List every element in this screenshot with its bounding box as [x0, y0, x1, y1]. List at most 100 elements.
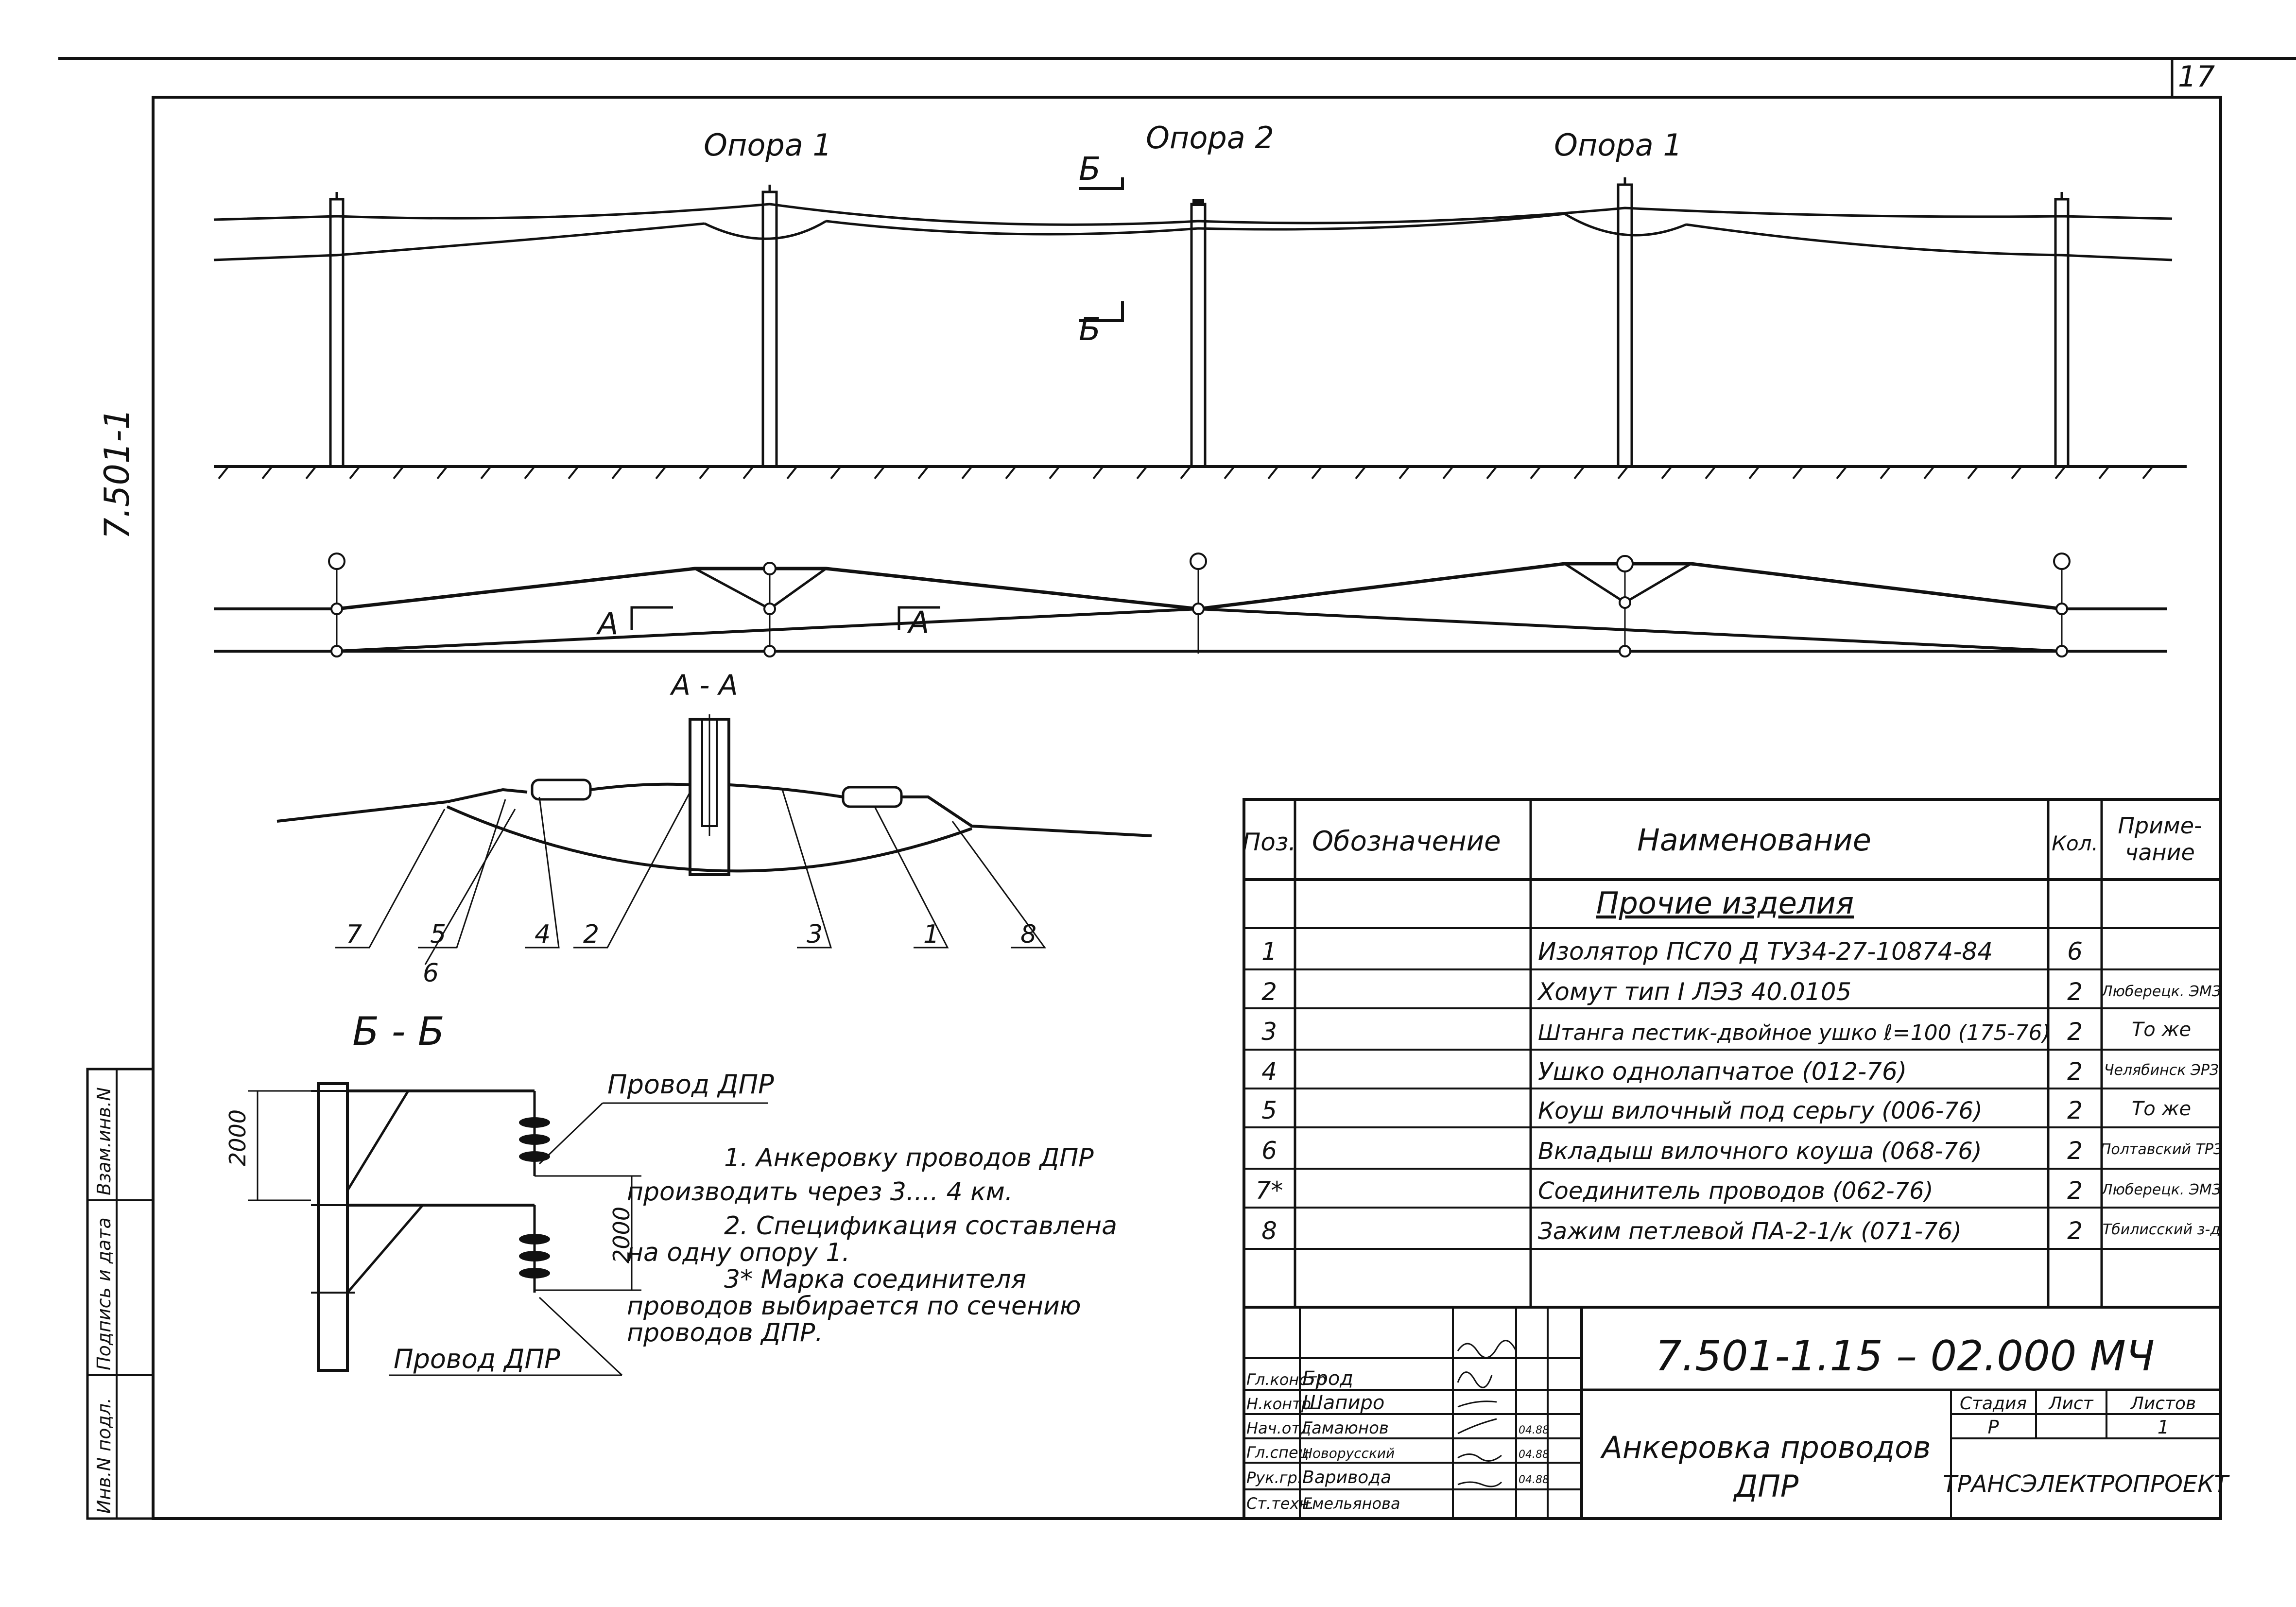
spec-row-note: Полтавский ТРЗ: [2100, 1141, 2223, 1158]
spec-row-qty: 6: [2067, 937, 2083, 966]
staff-name: Шапиро: [1302, 1392, 1384, 1414]
note-line-2: производить через 3.... 4 км.: [627, 1177, 1013, 1207]
staff-role: Ст.техн.: [1246, 1494, 1314, 1513]
staff-name: Емельянова: [1302, 1494, 1400, 1513]
staff-date: 04.88: [1519, 1424, 1549, 1436]
spec-row-note: Люберецк. ЭМЗ: [2101, 983, 2221, 1000]
support-label-3: Опора 1: [1554, 127, 1682, 163]
plan-view: А А А - А: [214, 553, 2167, 702]
doc-title-line-2: ДПР: [1733, 1469, 1799, 1504]
staff-row: Н.контр Шапиро: [1246, 1392, 1384, 1414]
insulator-string-right: [842, 786, 903, 808]
spec-row-pos: 5: [1261, 1096, 1277, 1124]
doc-code: 7.501-1.15 – 02.000 МЧ: [1655, 1332, 2155, 1381]
anchor-loop-1: [704, 220, 827, 240]
section-bb-title: Б - Б: [352, 1009, 445, 1054]
staff-role: Гл.спец: [1246, 1443, 1309, 1462]
left-stamp-strip: Взам.инв.N Подпись и дата Инв.N подл.: [86, 1068, 155, 1520]
spec-row-note: То же: [2132, 1019, 2191, 1041]
pole-end-right: [2054, 192, 2070, 468]
spec-row-qty: 2: [2067, 1057, 2083, 1086]
staff-name: Новорусский: [1302, 1445, 1395, 1461]
staff-row: Ст.техн. Емельянова: [1246, 1494, 1400, 1513]
note-line-1: 1. Анкеровку проводов ДПР: [724, 1143, 1094, 1173]
anchor-loop-2: [1564, 212, 1687, 237]
stage-value: Р: [1988, 1417, 1999, 1438]
spec-row-name: Зажим петлевой ПА-2-1/к (071-76): [1538, 1218, 1962, 1245]
note-line-3: 2. Спецификация составлена: [724, 1211, 1117, 1241]
spec-row-pos: 2: [1261, 978, 1277, 1006]
spec-row-qty: 2: [2067, 978, 2083, 1006]
spec-row-name: Соединитель проводов (062-76): [1538, 1177, 1933, 1205]
sheets-label: Листов: [2130, 1394, 2196, 1414]
spec-header-note-1: Приме-: [2118, 812, 2202, 839]
callout-leaders: [335, 789, 1046, 965]
wire-label-upper: Провод ДПР: [607, 1069, 774, 1100]
spec-row: 5 Коуш вилочный под серьгу (006-76) 2 То…: [1261, 1096, 2191, 1124]
spec-section-title: Прочие изделия: [1596, 885, 1854, 921]
wire-label-lower: Провод ДПР: [394, 1344, 560, 1374]
spec-row-pos: 1: [1261, 937, 1277, 966]
title-block: 7.501-1.15 – 02.000 МЧ Анкеровка проводо…: [1243, 1306, 2230, 1520]
pole-bb: [317, 1082, 349, 1372]
spec-row: 1 Изолятор ПС70 Д ТУ34-27-10874-84 6: [1261, 937, 2083, 966]
note-line-4: на одну опору 1.: [627, 1238, 850, 1267]
support-label-1: Опора 1: [704, 127, 832, 163]
spec-row-qty: 2: [2067, 1217, 2083, 1245]
elevation-view: Опора 1 Опора 2 Опора 1: [213, 120, 2187, 480]
drawing-frame: [152, 96, 2222, 1520]
spec-row-pos: 3: [1261, 1018, 1277, 1046]
dimension-2000-left: 2000: [224, 1109, 251, 1166]
page-number: 17: [2178, 60, 2215, 94]
cut-label-a-right: А: [907, 605, 929, 640]
staff-name: Брод: [1302, 1367, 1353, 1390]
note-line-6: проводов выбирается по сечению: [627, 1292, 1081, 1321]
cut-mark-a-right: [898, 606, 940, 630]
signature-marks: [1457, 1340, 1517, 1487]
spec-header-pos: Поз.: [1243, 828, 1296, 856]
spec-header-name: Наименование: [1637, 822, 1871, 858]
stage-label: Стадия: [1960, 1394, 2027, 1414]
staff-role: Н.контр: [1246, 1395, 1311, 1413]
insulator-bb-lower: [519, 1205, 550, 1293]
doc-title-line-1: Анкеровка проводов: [1600, 1430, 1931, 1465]
spec-row-name: Ушко однолапчатое (012-76): [1538, 1057, 1907, 1086]
spec-header-designation: Обозначение: [1312, 826, 1501, 857]
spec-row: 4 Ушко однолапчатое (012-76) 2 Челябинск…: [1261, 1057, 2219, 1086]
callout-7: 7: [346, 920, 362, 949]
spec-row-name: Штанга пестик-двойное ушко ℓ=100 (175-76…: [1538, 1020, 2051, 1045]
stamp-replace-inv: Взам.инв.N: [93, 1087, 115, 1195]
section-bb-detail: Б - Б 2000 2000 П: [224, 1009, 774, 1376]
spec-row-name: Изолятор ПС70 Д ТУ34-27-10874-84: [1538, 937, 1993, 966]
spec-header-note-2: чание: [2125, 839, 2195, 865]
spec-row: 3 Штанга пестик-двойное ушко ℓ=100 (175-…: [1261, 1018, 2191, 1046]
staff-date: 04.88: [1519, 1449, 1549, 1461]
plan-wire-cross: [336, 562, 2062, 611]
spec-row-note: Тбилисский з-д: [2103, 1221, 2220, 1238]
spec-row-name: Хомут тип I ЛЭЗ 40.0105: [1536, 978, 1851, 1006]
pole-end-left: [329, 192, 345, 468]
ground-hatch: [218, 466, 2154, 480]
notes-block: 1. Анкеровку проводов ДПР производить че…: [627, 1143, 1117, 1348]
support-label-2: Опора 2: [1146, 120, 1274, 156]
staff-row: Гл.констр Брод: [1246, 1367, 1353, 1390]
callout-2: 2: [583, 920, 599, 949]
callout-5: 5: [430, 920, 446, 949]
spec-row-note: Челябинск ЭРЗ: [2104, 1062, 2219, 1079]
cut-label-a-left: А: [596, 606, 618, 641]
section-mark-b-bottom: Б: [1079, 311, 1101, 348]
callout-8: 8: [1020, 920, 1036, 949]
sheets-value: 1: [2158, 1417, 2169, 1438]
staff-role: Нач.отд: [1246, 1419, 1311, 1437]
pole-support-2: [1190, 199, 1207, 468]
staff-role: Рук.гр.: [1246, 1469, 1302, 1487]
side-code: 7.501-1: [97, 408, 137, 539]
spec-row-note: Люберецк. ЭМЗ: [2101, 1181, 2221, 1198]
staff-name: Гамаюнов: [1302, 1418, 1389, 1438]
spec-row-note: То же: [2132, 1098, 2191, 1120]
stamp-inv-orig: Инв.N подл.: [93, 1398, 115, 1514]
spec-header-qty: Кол.: [2052, 831, 2098, 855]
pole-support-1-left: [761, 185, 778, 468]
spec-row-name: Вкладыш вилочного коуша (068-76): [1538, 1138, 1982, 1165]
